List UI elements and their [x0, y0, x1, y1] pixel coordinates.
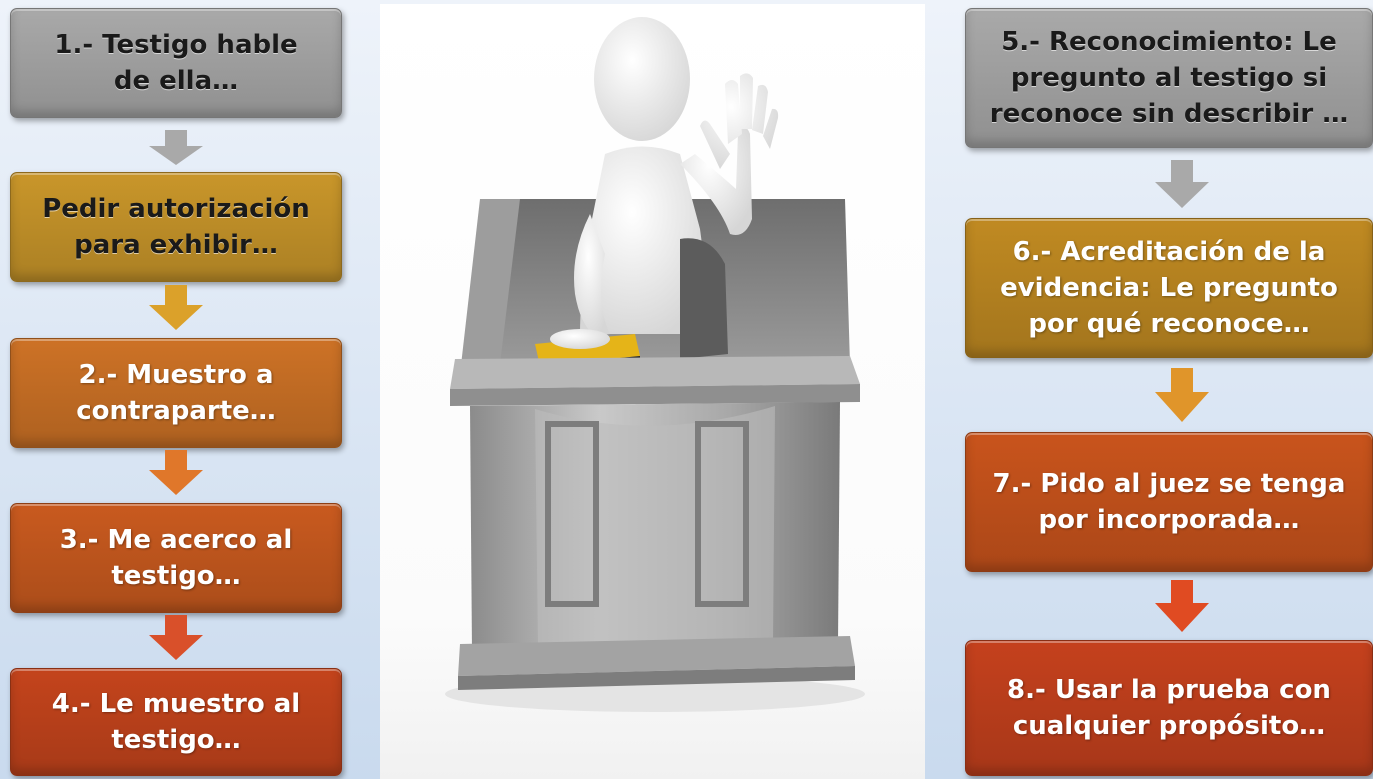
left-step-3: 2.- Muestro a contraparte… [10, 338, 342, 448]
right-step-3: 7.- Pido al juez se tenga por incorporad… [965, 432, 1373, 572]
left-step-1: 1.- Testigo hable de ella… [10, 8, 342, 118]
left-step-2: Pedir autorización para exhibir… [10, 172, 342, 282]
witness-stand-icon [380, 4, 925, 779]
right-step-4: 8.- Usar la prueba con cualquier propósi… [965, 640, 1373, 776]
witness-stand-illustration [380, 4, 925, 779]
left-step-5: 4.- Le muestro al testigo… [10, 668, 342, 776]
right-step-2: 6.- Acreditación de la evidencia: Le pre… [965, 218, 1373, 358]
right-step-1: 5.- Reconocimiento: Le pregunto al testi… [965, 8, 1373, 148]
left-step-4: 3.- Me acerco al testigo… [10, 503, 342, 613]
